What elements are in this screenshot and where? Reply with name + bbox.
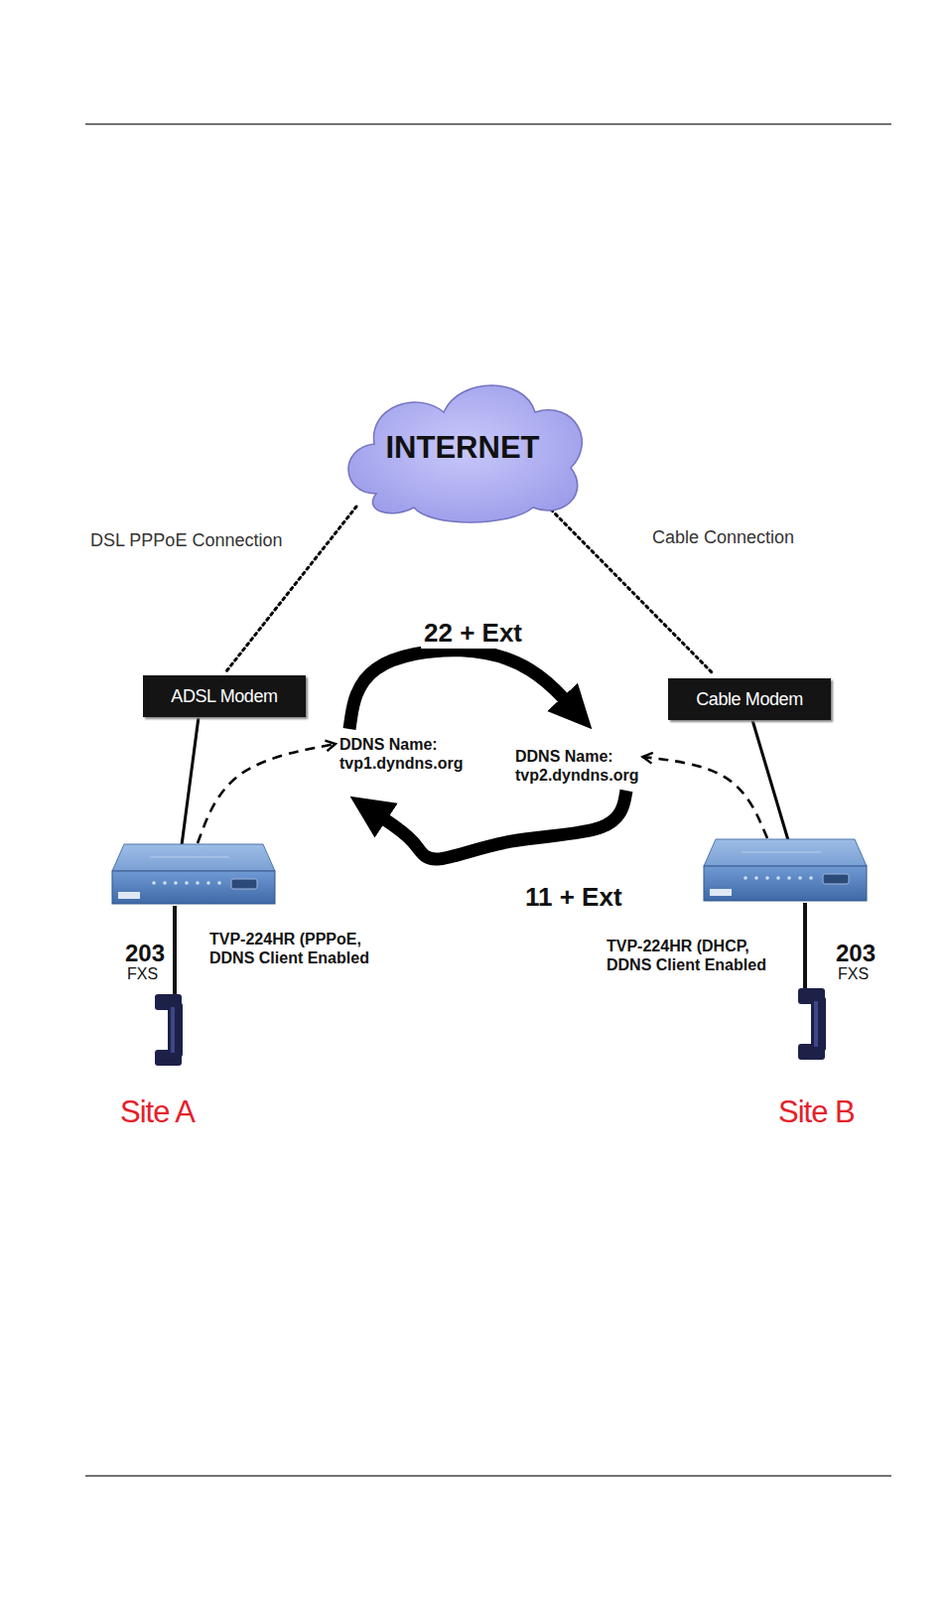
ddns-name: DDNS Name: tvp1.dyndns.org (339, 734, 463, 773)
cable-link (752, 719, 789, 840)
port-number: 203 (835, 939, 876, 967)
node-label: DDNS Name: tvp1.dyndns.org (339, 734, 463, 773)
node-label: DDNS Name: tvp2.dyndns.org (515, 746, 639, 785)
device-label: TVP-224HR (PPPoE, DDNS Client Enabled (209, 929, 399, 967)
port-type: FXS (837, 964, 869, 983)
call-route-arrow (349, 650, 570, 729)
rule-line (85, 123, 892, 126)
ddns-update-arrow (642, 756, 768, 838)
cable-link (181, 716, 199, 845)
voip-gateway: TVP-224HR (PPPoE, DDNS Client Enabled (110, 840, 277, 906)
site-name: Site B (778, 1093, 855, 1130)
link-label: DSL PPPoE Connection (87, 530, 285, 551)
site-name: Site A (120, 1093, 195, 1130)
phone-handset (798, 987, 826, 1060)
voip-gateway: TVP-224HR (DHCP, DDNS Client Enabled (701, 835, 869, 903)
cloud-label: INTERNET (334, 429, 591, 466)
phone-handset (154, 993, 183, 1066)
modem-box: Cable Modem (668, 677, 831, 720)
ddns-update-arrow (197, 743, 336, 843)
dial-prefix: 22 + Ext (420, 617, 526, 649)
modem-box: ADSL Modem (142, 675, 306, 717)
link-label: Cable Connection (649, 527, 798, 548)
dial-prefix: 11 + Ext (522, 881, 626, 913)
internet-cloud: INTERNET (334, 372, 591, 527)
gateway-illustration (701, 835, 869, 903)
phone-wire (172, 905, 177, 999)
call-route-arrow (377, 790, 627, 859)
port-type: FXS (127, 964, 158, 983)
phone-wire (803, 902, 808, 993)
device-label: TVP-224HR (DHCP, DDNS Client Enabled (606, 936, 796, 974)
rule-line (85, 1474, 892, 1477)
node-label: ADSL Modem (170, 685, 277, 707)
ddns-name: DDNS Name: tvp2.dyndns.org (515, 746, 639, 785)
node-label: Cable Modem (695, 688, 804, 710)
gateway-illustration (110, 840, 277, 906)
port-number: 203 (125, 939, 165, 967)
